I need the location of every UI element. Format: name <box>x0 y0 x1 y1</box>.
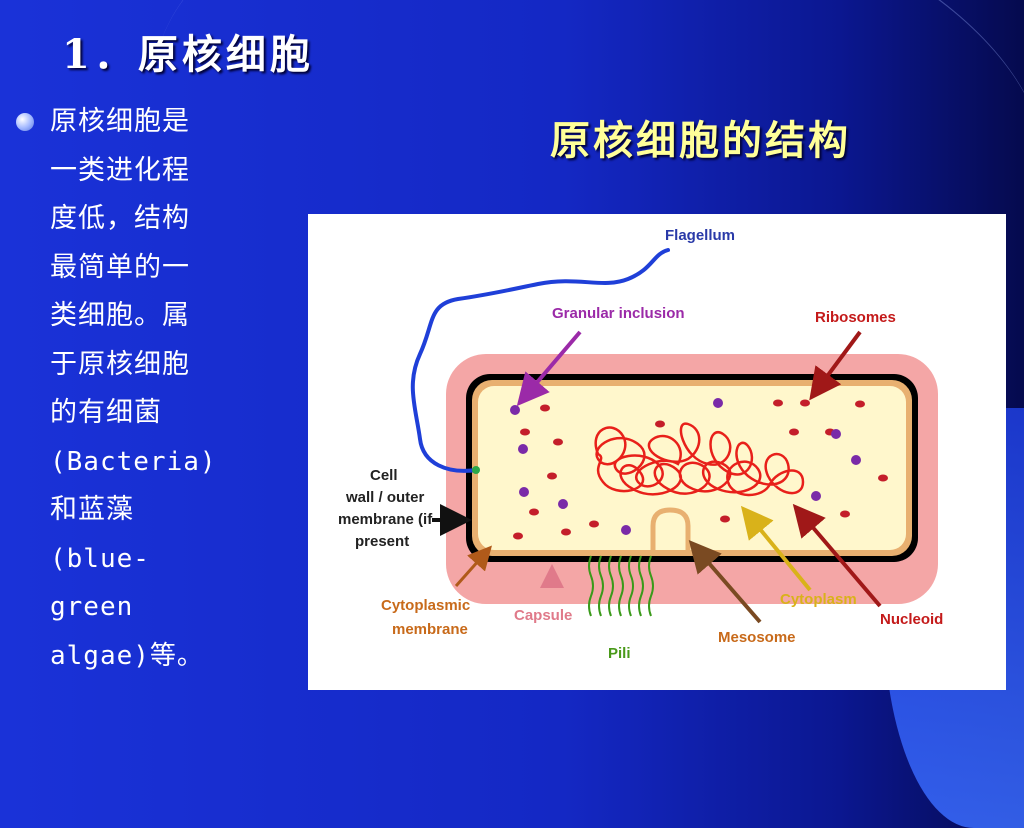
pilus <box>628 555 634 617</box>
ribosome <box>800 399 810 407</box>
cytoplasm-arrow <box>740 505 812 592</box>
ribosome <box>773 399 783 407</box>
pilus <box>618 555 624 617</box>
ribosome <box>655 420 665 428</box>
inclusion-granule <box>621 525 631 535</box>
mesosome <box>650 507 691 550</box>
nucleoid <box>594 422 805 497</box>
bullet-line: 最简单的一 <box>50 251 190 283</box>
label-capsule: Capsule <box>514 607 572 624</box>
granular-inclusion-arrow <box>516 330 582 407</box>
ribosomes-arrow <box>809 330 862 401</box>
ribosome <box>789 428 799 436</box>
ribosome <box>561 528 571 536</box>
inclusion-granule <box>851 455 861 465</box>
bullet-line: 于原核细胞 <box>50 348 190 380</box>
ribosome <box>540 404 550 412</box>
ribosome <box>720 515 730 523</box>
pilus <box>638 555 644 617</box>
ribosome <box>855 400 865 408</box>
inclusion-granule <box>518 444 528 454</box>
bullet-line: (Bacteria) <box>50 446 217 477</box>
inclusion-granule <box>831 429 841 439</box>
bullet-line: 度低，结构 <box>50 203 190 234</box>
ribosome <box>878 474 888 482</box>
inclusion-granule <box>713 398 723 408</box>
prokaryote-diagram: Flagellum Granular inclusion Ribosomes C… <box>308 214 1006 690</box>
inclusion-granule <box>811 491 821 501</box>
bullet-line: 的有细菌 <box>50 397 162 428</box>
bullet-line: green <box>50 592 134 622</box>
flagellum <box>410 248 670 473</box>
ribosome <box>589 520 599 528</box>
label-cell-wall-line: wall / outer <box>345 489 425 506</box>
label-cell-wall-line: Cell <box>370 467 398 484</box>
bullet-line: 和蓝藻 <box>50 494 134 525</box>
label-cytoplasmic-membrane-line: membrane <box>392 621 468 638</box>
pilus <box>608 555 614 617</box>
label-cell-wall-line: membrane (if <box>338 511 433 528</box>
diagram-title: 原核细胞的结构 <box>550 117 851 164</box>
cytoplasmic-membrane-arrow <box>454 545 492 587</box>
bullet-line: algae)等。 <box>50 640 204 671</box>
nucleoid-arrow <box>792 503 882 608</box>
cell-diagram-svg: Flagellum Granular inclusion Ribosomes C… <box>338 227 943 662</box>
label-cell-wall-line: present <box>355 533 409 550</box>
inclusion-granule <box>519 487 529 497</box>
flagellum-base <box>472 466 480 474</box>
label-ribosomes: Ribosomes <box>815 309 896 326</box>
inclusion-granule <box>558 499 568 509</box>
ribosome <box>547 472 557 480</box>
ribosome <box>529 508 539 516</box>
ribosome <box>520 428 530 436</box>
label-cytoplasmic-membrane-line: Cytoplasmic <box>381 597 470 614</box>
ribosomes <box>513 399 888 540</box>
pilus <box>648 555 654 617</box>
ribosome <box>513 532 523 540</box>
inclusion-granule <box>510 405 520 415</box>
label-granular-inclusion: Granular inclusion <box>552 305 685 322</box>
label-flagellum: Flagellum <box>665 227 735 244</box>
ribosome <box>840 510 850 518</box>
label-cytoplasm: Cytoplasm <box>780 591 857 608</box>
label-mesosome: Mesosome <box>718 629 796 646</box>
pili <box>588 555 654 617</box>
bullet-icon <box>16 113 34 131</box>
ribosome <box>553 438 563 446</box>
bullet-line: 一类进化程 <box>50 154 190 186</box>
bullet-line: 原核细胞是 <box>50 106 190 137</box>
label-pili: Pili <box>608 645 631 662</box>
slide-title: 1．原核细胞 <box>62 31 314 78</box>
bullet-line: 类细胞。属 <box>50 300 190 331</box>
mesosome-arrow <box>688 539 762 624</box>
pilus <box>588 555 594 617</box>
label-nucleoid: Nucleoid <box>880 611 943 628</box>
pilus <box>598 555 604 617</box>
granular-inclusions <box>510 398 861 535</box>
bullet-line: (blue- <box>50 543 150 574</box>
bullet-text: 原核细胞是 一类进化程 度低，结构 最简单的一 类细胞。属 于原核细胞 的有细菌… <box>50 98 260 680</box>
